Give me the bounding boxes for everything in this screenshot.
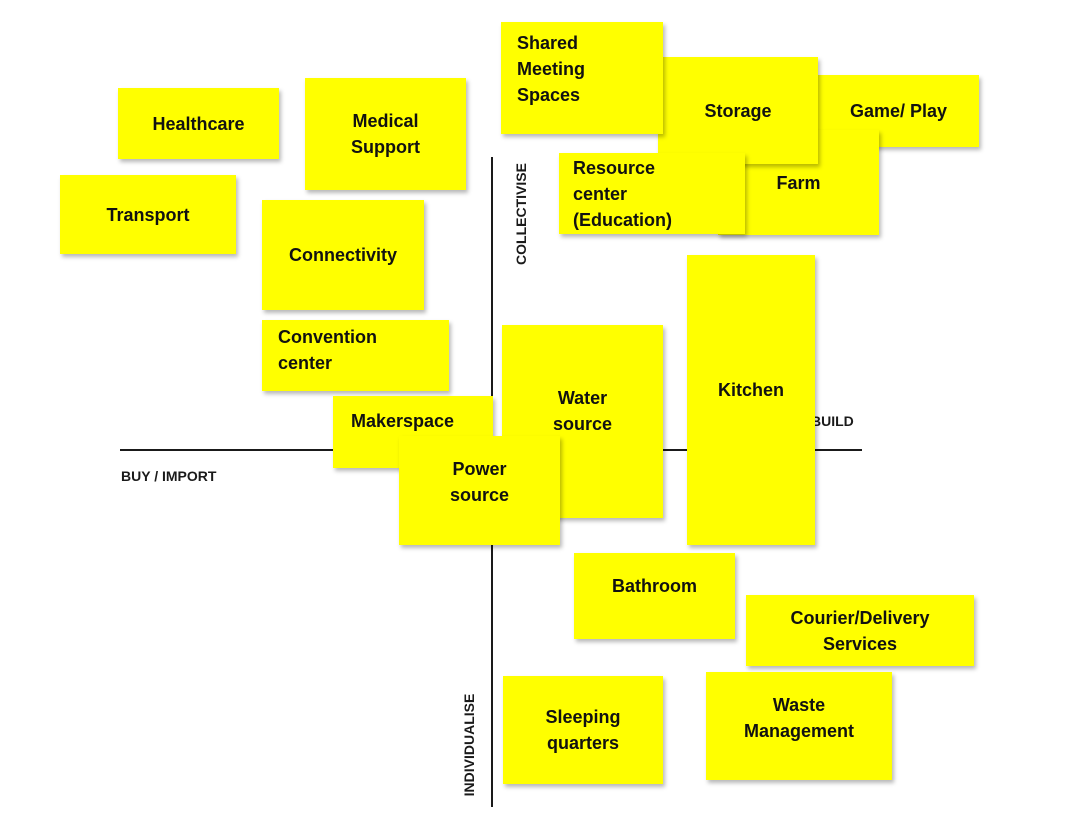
note-label: Resource center (Education) xyxy=(573,158,672,230)
axis-label-individualise: INDIVIDUALISE xyxy=(461,693,477,797)
note-label: Game/ Play xyxy=(849,101,948,121)
axis-label-collectivise: COLLECTIVISE xyxy=(513,163,529,265)
note-label: Transport xyxy=(106,204,190,225)
axis-label-build: BUILD xyxy=(811,413,854,429)
note-label: Healthcare xyxy=(152,113,245,134)
note-medical-support[interactable]: Medical Support xyxy=(305,78,466,190)
note-label: Farm xyxy=(776,172,821,193)
note-label: Shared Meeting Spaces xyxy=(517,33,586,105)
axis-label-buy-import: BUY / IMPORT xyxy=(121,468,217,484)
note-kitchen[interactable]: Kitchen xyxy=(687,255,815,545)
note-courier-delivery[interactable]: Courier/Delivery Services xyxy=(746,595,974,666)
note-label: Bathroom xyxy=(612,576,697,596)
note-healthcare[interactable]: Healthcare xyxy=(118,88,279,159)
note-sleeping-quarters[interactable]: Sleeping quarters xyxy=(503,676,663,784)
note-label: Makerspace xyxy=(351,411,455,431)
note-label: Power source xyxy=(449,459,510,505)
note-connectivity[interactable]: Connectivity xyxy=(262,200,424,310)
note-label: Kitchen xyxy=(717,380,784,400)
note-label: Medical Support xyxy=(351,111,420,157)
note-waste-management[interactable]: Waste Management xyxy=(706,672,892,780)
note-resource-center[interactable]: Resource center (Education) xyxy=(559,153,745,234)
note-label: Courier/Delivery Services xyxy=(790,607,930,654)
note-storage[interactable]: Storage xyxy=(658,57,818,164)
note-bathroom[interactable]: Bathroom xyxy=(574,553,735,639)
note-label: Sleeping quarters xyxy=(545,707,621,753)
note-label: Storage xyxy=(704,100,772,121)
note-transport[interactable]: Transport xyxy=(60,175,236,254)
note-power-source[interactable]: Power source xyxy=(399,436,560,545)
note-label: Waste Management xyxy=(743,695,855,741)
note-convention-center[interactable]: Convention center xyxy=(262,320,449,391)
note-label: Water source xyxy=(552,388,613,434)
note-label: Convention center xyxy=(278,327,377,373)
note-shared-meeting-spaces[interactable]: Shared Meeting Spaces xyxy=(501,22,663,134)
note-water-source[interactable]: Water source xyxy=(502,325,663,518)
note-label: Connectivity xyxy=(288,245,398,265)
